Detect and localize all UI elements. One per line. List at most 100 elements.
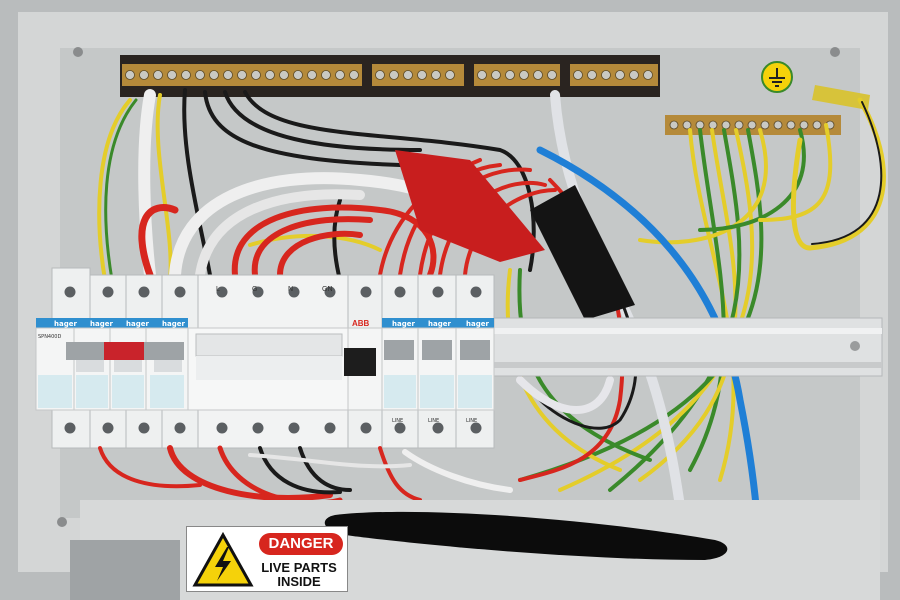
toggle-rcbo[interactable]	[460, 340, 490, 360]
red-cable-tie-sleeve	[395, 150, 545, 262]
busbar-screw	[223, 70, 233, 80]
terminal-screw-hole	[288, 422, 300, 434]
busbar-screw	[195, 70, 205, 80]
brand-label: hager	[54, 320, 77, 328]
brand-strips	[36, 318, 494, 328]
terminal-letter: G	[252, 286, 257, 293]
terminal-screw-hole	[394, 422, 406, 434]
brand-label: hager	[126, 320, 149, 328]
toggle-rcbo[interactable]	[384, 340, 414, 360]
busbar-screw	[417, 70, 427, 80]
danger-line-1: LIVE PARTS	[261, 560, 337, 575]
din-rail-highlight	[490, 328, 882, 334]
busbar-screw	[237, 70, 247, 80]
busbar-screw	[335, 70, 345, 80]
busbar-screw	[695, 120, 705, 130]
busbar-screw	[153, 70, 163, 80]
terminal-screw-hole	[432, 286, 444, 298]
brand-label: hager	[90, 320, 113, 328]
busbar-screw	[167, 70, 177, 80]
terminal-letter: L	[216, 286, 220, 293]
brand-label: hager	[392, 320, 415, 328]
toggle-rcbo[interactable]	[422, 340, 452, 360]
lower-cutout	[70, 540, 180, 600]
busbar-screw	[708, 120, 718, 130]
terminal-screw-hole	[64, 286, 76, 298]
terminal-screw-hole	[102, 286, 114, 298]
terminal-screw-hole	[324, 286, 336, 298]
busbar-screw	[431, 70, 441, 80]
busbar-screw	[265, 70, 275, 80]
frame-screw	[57, 517, 67, 527]
terminal-screw-hole	[252, 286, 264, 298]
busbar-screw	[389, 70, 399, 80]
busbar-screw	[491, 70, 501, 80]
terminal-screw-hole	[252, 422, 264, 434]
danger-warning-sign: DANGER LIVE PARTS INSIDE	[186, 526, 348, 592]
busbar-screw	[547, 70, 557, 80]
neutral-busbar-screws	[125, 70, 653, 80]
terminal-screw-hole	[360, 422, 372, 434]
busbar-screw	[812, 120, 822, 130]
busbar-screw	[321, 70, 331, 80]
busbar-screw	[293, 70, 303, 80]
busbar-screw	[601, 70, 611, 80]
busbar-screw	[643, 70, 653, 80]
rcbo-terminal-label: LINE	[466, 418, 477, 424]
toggle-abb-black[interactable]	[344, 348, 376, 376]
busbar-screw	[682, 120, 692, 130]
main-switch-model: SPN400D	[38, 334, 61, 340]
toggle-mcb[interactable]	[144, 342, 184, 360]
busbar-screw	[747, 120, 757, 130]
marker-redaction	[324, 511, 728, 560]
brand-label: hager	[466, 320, 489, 328]
toggle-main-switch[interactable]	[66, 342, 104, 360]
toggle-mcb-red[interactable]	[104, 342, 144, 360]
terminal-screw-hole	[360, 286, 372, 298]
busbar-screw	[760, 120, 770, 130]
frame-screw	[830, 47, 840, 57]
busbar-screw	[519, 70, 529, 80]
terminal-letter: N	[288, 286, 293, 293]
terminal-screw-hole	[432, 422, 444, 434]
busbar-screw	[734, 120, 744, 130]
brand-label: hager	[162, 320, 185, 328]
danger-line-2: INSIDE	[277, 574, 321, 589]
busbar-screw	[533, 70, 543, 80]
busbar-screw	[786, 120, 796, 130]
brand-label: hager	[428, 320, 451, 328]
terminal-screws	[64, 286, 482, 434]
busbar-screw	[669, 120, 679, 130]
earth-clamp	[812, 85, 870, 110]
busbar-screw	[615, 70, 625, 80]
busbar-screw	[279, 70, 289, 80]
terminal-screw-hole	[174, 422, 186, 434]
toggle-rcd[interactable]	[195, 333, 343, 357]
terminal-screw-hole	[138, 422, 150, 434]
rcbo-terminal-label: LINE	[392, 418, 403, 424]
terminal-screw-hole	[216, 422, 228, 434]
busbar-screw	[799, 120, 809, 130]
breaker-label-windows	[38, 375, 492, 408]
earth-busbar-screws	[669, 120, 835, 130]
busbar-screw	[573, 70, 583, 80]
busbar-screw	[349, 70, 359, 80]
terminal-screw-hole	[102, 422, 114, 434]
busbar-screw	[721, 120, 731, 130]
rcbo-terminal-label: LINE	[428, 418, 439, 424]
danger-header: DANGER	[259, 533, 343, 555]
busbar-screw	[125, 70, 135, 80]
abb-logo: ABB	[352, 319, 370, 328]
busbar-screw	[139, 70, 149, 80]
busbar-screw	[251, 70, 261, 80]
busbar-screw	[403, 70, 413, 80]
busbar-screw	[307, 70, 317, 80]
heat-shrink-sleeve	[530, 185, 635, 320]
busbar-screw	[181, 70, 191, 80]
terminal-screw-hole	[64, 422, 76, 434]
busbar-screw	[587, 70, 597, 80]
busbar-screw	[505, 70, 515, 80]
busbar-screw	[629, 70, 639, 80]
busbar-screw	[477, 70, 487, 80]
